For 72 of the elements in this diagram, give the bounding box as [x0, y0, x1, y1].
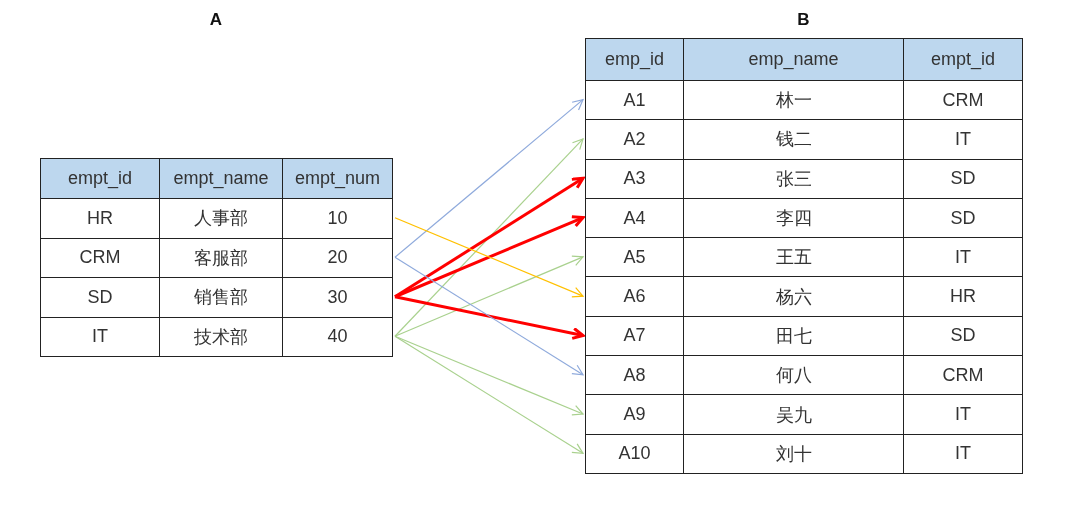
arrow	[394, 99, 584, 258]
table-cell: 李四	[684, 198, 904, 238]
table-row	[41, 199, 393, 239]
column-header: emp_name	[684, 39, 904, 80]
table-cell: IT	[904, 120, 1023, 159]
column-header: emp_id	[586, 39, 684, 80]
table-cell: 客服部	[160, 238, 283, 277]
column-header: empt_name	[160, 159, 283, 198]
table-row	[586, 395, 1023, 435]
table-cell: 销售部	[160, 278, 283, 317]
table-row	[586, 434, 1023, 474]
table-cell: HR	[904, 277, 1023, 316]
table-row	[586, 277, 1023, 317]
table-cell: IT	[904, 434, 1023, 473]
table-cell: 钱二	[684, 120, 904, 159]
table-cell: A9	[586, 395, 684, 434]
table-cell: CRM	[904, 356, 1023, 395]
arrow	[394, 335, 584, 454]
column-header: empt_num	[283, 159, 393, 198]
table-cell: 杨六	[684, 277, 904, 316]
table-cell: A3	[586, 159, 684, 198]
table-row	[586, 81, 1023, 121]
table-cell: 30	[283, 278, 393, 317]
table-cell: 吴九	[684, 395, 904, 434]
table-cell: A7	[586, 316, 684, 356]
table-cell: A6	[586, 277, 684, 316]
table-row	[586, 198, 1023, 239]
table-cell: A2	[586, 120, 684, 159]
table-title: B	[797, 10, 810, 30]
table-cell: 20	[283, 238, 393, 277]
table-cell: 10	[283, 199, 393, 238]
table-cell: 林一	[684, 81, 904, 120]
arrow	[394, 255, 584, 337]
table-cell: SD	[904, 198, 1023, 238]
table-cell: SD	[904, 316, 1023, 356]
table-cell: 刘十	[684, 434, 904, 473]
table-cell: 何八	[684, 356, 904, 395]
table-cell: 王五	[684, 238, 904, 277]
table-cell: A1	[586, 81, 684, 120]
table-cell: 40	[283, 317, 393, 356]
header-row	[41, 159, 393, 199]
table-cell: SD	[41, 278, 160, 317]
table-cell: A10	[586, 434, 684, 473]
table-row	[586, 238, 1023, 278]
table-row	[41, 317, 393, 357]
column-header: empt_id	[41, 159, 160, 198]
table-cell: A5	[586, 238, 684, 277]
table-row	[41, 238, 393, 278]
table-cell: IT	[904, 395, 1023, 434]
arrow	[394, 256, 584, 376]
table-cell: SD	[904, 159, 1023, 198]
arrow	[394, 295, 585, 340]
table-cell: A8	[586, 356, 684, 395]
table-row	[586, 120, 1023, 160]
table-cell: 人事部	[160, 199, 283, 238]
table-cell: CRM	[41, 238, 160, 277]
table-cell: IT	[41, 317, 160, 356]
table-row	[586, 356, 1023, 396]
arrow	[394, 138, 584, 337]
table-cell: HR	[41, 199, 160, 238]
table-cell: IT	[904, 238, 1023, 277]
table-cell: A4	[586, 198, 684, 238]
table-cell: 技术部	[160, 317, 283, 356]
table-cell: 张三	[684, 159, 904, 198]
column-header: empt_id	[904, 39, 1023, 80]
table-cell: CRM	[904, 81, 1023, 120]
table-row	[41, 278, 393, 318]
table-row	[586, 159, 1023, 199]
table-cell: 田七	[684, 316, 904, 356]
table-row	[586, 316, 1023, 357]
table-title: A	[209, 10, 223, 30]
header-row	[586, 39, 1023, 81]
